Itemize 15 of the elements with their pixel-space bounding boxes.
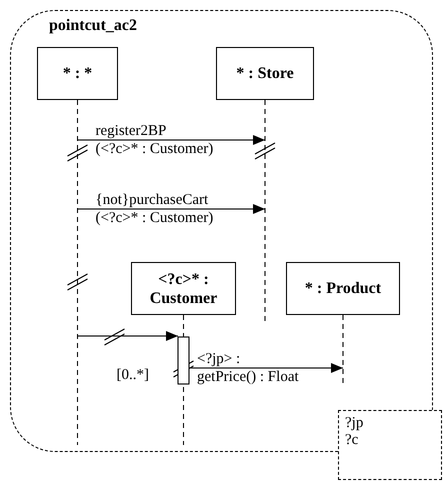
lifeline-head: * : Product	[286, 262, 400, 315]
message-arrow	[188, 363, 344, 373]
lifeline-head: * : *	[37, 47, 118, 100]
message-arrow	[77, 135, 266, 145]
message-label: [0..*]	[116, 366, 149, 384]
parameter-box: ?jp ?c	[338, 410, 442, 480]
message-arrow	[77, 204, 266, 214]
message-label: <?jp> : getPrice() : Float	[197, 350, 299, 386]
message-label: register2BP (<?c>* : Customer)	[96, 122, 214, 158]
lifeline-head: * : Store	[216, 47, 314, 100]
message-arrow	[77, 331, 178, 341]
message-label: {not}purchaseCart (<?c>* : Customer)	[96, 191, 214, 227]
frame-title: pointcut_ac2	[49, 17, 137, 35]
pointcut-frame	[10, 10, 433, 452]
lifeline-head: <?c>* : Customer	[131, 262, 236, 315]
